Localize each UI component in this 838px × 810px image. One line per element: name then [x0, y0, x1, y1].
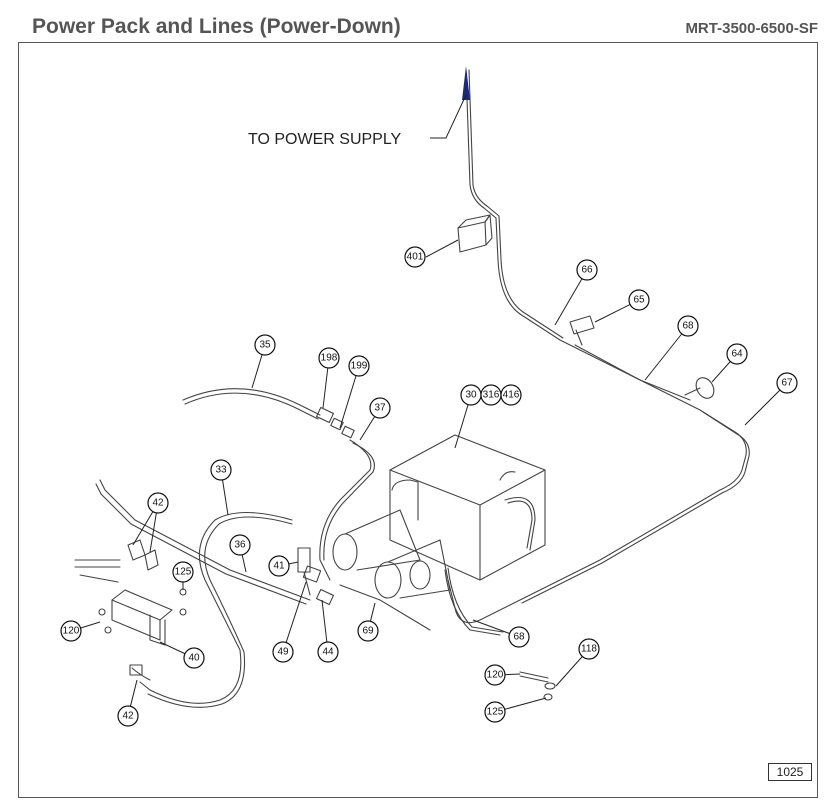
callout-label: 66	[581, 265, 593, 276]
callout-68	[508, 626, 530, 648]
callout-label: 198	[321, 353, 338, 364]
wire-69	[339, 584, 431, 631]
callout-label: 120	[63, 626, 80, 637]
callout-120	[60, 620, 82, 642]
callout-label: 120	[487, 670, 504, 681]
callout-125	[172, 561, 194, 583]
callout-label: 42	[152, 498, 164, 509]
callout-label: 30	[465, 390, 477, 401]
callout-33	[210, 459, 232, 481]
callout-198	[318, 347, 340, 369]
callout-label: 64	[731, 349, 743, 360]
callout-label: 35	[259, 340, 271, 351]
callout-label: 37	[374, 403, 386, 414]
callout-37	[369, 397, 391, 419]
callout-118	[578, 638, 600, 660]
callout-120	[484, 664, 506, 686]
callout-label: 65	[633, 295, 645, 306]
component-401	[457, 221, 487, 253]
part-number: MRT-3500-6500-SF	[685, 20, 818, 37]
arrow-icon	[462, 66, 470, 100]
callout-199	[348, 355, 370, 377]
callout-64	[726, 343, 748, 365]
page-title: Power Pack and Lines (Power-Down)	[32, 15, 401, 38]
motor-end	[332, 533, 358, 571]
callout-44	[317, 641, 339, 663]
line-67	[447, 409, 747, 624]
callout-125	[484, 701, 506, 723]
to-power-supply-label: TO POWER SUPPLY	[248, 131, 402, 148]
callout-label: 42	[122, 711, 134, 722]
callout-416	[500, 384, 522, 406]
power-cable-inner	[468, 69, 564, 339]
callout-label: 416	[503, 390, 520, 401]
page-number: 1025	[768, 763, 812, 781]
callout-label: 69	[362, 626, 374, 637]
callout-68	[677, 315, 699, 337]
callout-label: 316	[483, 390, 500, 401]
callout-label: 125	[487, 707, 504, 718]
bracket-40	[111, 599, 161, 641]
callout-40	[183, 647, 205, 669]
line-68-lower	[444, 569, 501, 636]
callout-label: 33	[215, 465, 227, 476]
callout-42	[147, 492, 169, 514]
callout-35	[254, 334, 276, 356]
callout-69	[357, 620, 379, 642]
callout-label: 68	[682, 321, 694, 332]
callout-65	[628, 289, 650, 311]
hose-35	[182, 388, 321, 416]
callout-label: 401	[407, 252, 424, 263]
callout-label: 36	[234, 540, 246, 551]
line-36	[99, 479, 311, 601]
callout-label: 199	[351, 361, 368, 372]
callout-label: 40	[188, 653, 200, 664]
callout-label: 41	[273, 561, 285, 572]
callout-36	[229, 534, 251, 556]
power-cable	[465, 69, 701, 411]
callout-401	[404, 246, 426, 268]
callout-label: 67	[781, 378, 793, 389]
hose-37	[319, 439, 372, 581]
callout-41	[268, 555, 290, 577]
callout-42	[117, 705, 139, 727]
callout-label: 118	[581, 644, 597, 655]
callout-label: 44	[322, 647, 334, 658]
hose-33	[139, 511, 293, 704]
diagram-frame	[18, 42, 818, 798]
callout-label: 68	[513, 632, 525, 643]
callout-label: 49	[277, 647, 289, 658]
callout-66	[576, 259, 598, 281]
callout-label: 125	[175, 567, 192, 578]
power-pack-box	[389, 434, 546, 581]
callout-67	[776, 372, 798, 394]
callout-49	[272, 641, 294, 663]
